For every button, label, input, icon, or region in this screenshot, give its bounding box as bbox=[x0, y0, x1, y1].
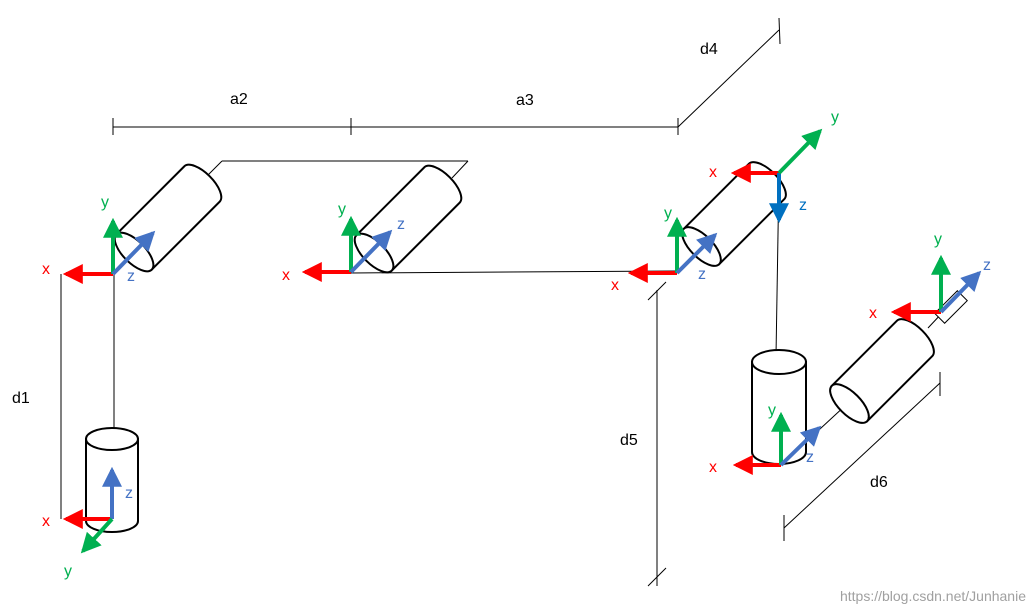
dimension-lines bbox=[60, 17, 941, 587]
frame-3-x-label: x bbox=[611, 277, 619, 294]
d5-bottom-tick bbox=[647, 567, 667, 587]
frame-5 bbox=[732, 411, 822, 475]
d5-top-tick bbox=[647, 281, 667, 301]
frame-6 bbox=[890, 254, 982, 322]
axis-labels: x z y x y z x y z x y z x y z x y z x y … bbox=[42, 109, 991, 580]
joints bbox=[85, 161, 968, 533]
link-joint3-right bbox=[451, 160, 469, 179]
frame-4-x-label: x bbox=[709, 164, 717, 181]
frame-6-x-label: x bbox=[869, 305, 877, 322]
link-lines bbox=[113, 160, 944, 466]
frame-4-y-label: y bbox=[831, 109, 839, 126]
d1-label: d1 bbox=[12, 390, 30, 407]
frame-0-x-label: x bbox=[42, 513, 50, 530]
frame-6-z-label: z bbox=[983, 257, 991, 274]
frame-3-z-label: z bbox=[698, 266, 706, 283]
frame-2 bbox=[301, 215, 393, 282]
frame-6-y-label: y bbox=[934, 231, 942, 248]
joint-6-cylinder bbox=[829, 318, 935, 424]
frame-5-x-label: x bbox=[709, 459, 717, 476]
a3-label: a3 bbox=[516, 92, 534, 109]
frame-0-y-label: y bbox=[64, 563, 72, 580]
tool-flange bbox=[934, 290, 968, 324]
link-frame2-frame3 bbox=[350, 270, 679, 274]
frame-6-z-arrow bbox=[939, 270, 982, 314]
frame-5-z-label: z bbox=[806, 449, 814, 466]
frame-1 bbox=[62, 217, 156, 284]
dimension-labels: a2 a3 d4 d1 d5 d6 bbox=[12, 41, 888, 491]
d4-dimension-line bbox=[677, 29, 780, 128]
frame-1-z-arrow bbox=[111, 230, 156, 276]
joint-3-cylinder bbox=[353, 164, 463, 274]
frame-3-z-arrow bbox=[675, 232, 718, 275]
frame-1-z-label: z bbox=[127, 268, 135, 285]
frame-0 bbox=[62, 466, 122, 554]
d6-label: d6 bbox=[870, 474, 888, 491]
frame-2-x-label: x bbox=[282, 267, 290, 284]
frame-4-z-label: z bbox=[799, 197, 807, 214]
frame-4-y-arrow bbox=[777, 128, 823, 175]
frame-1-x-label: x bbox=[42, 261, 50, 278]
d4-label: d4 bbox=[700, 41, 718, 58]
frame-5-z-arrow bbox=[779, 425, 822, 467]
d5-label: d5 bbox=[620, 432, 638, 449]
frame-3-y-label: y bbox=[664, 205, 672, 222]
frame-1-y-label: y bbox=[101, 194, 109, 211]
frame-3 bbox=[627, 216, 718, 283]
frame-2-y-label: y bbox=[338, 201, 346, 218]
frame-0-y-arrow bbox=[80, 517, 114, 554]
watermark: https://blog.csdn.net/Junhanie bbox=[840, 588, 1026, 604]
a2-label: a2 bbox=[230, 91, 248, 108]
frame-4 bbox=[730, 128, 823, 224]
frame-2-z-label: z bbox=[397, 216, 405, 233]
d4-top-tick bbox=[778, 17, 781, 45]
d6-dimension-line bbox=[783, 382, 941, 529]
frame-0-z-label: z bbox=[125, 485, 133, 502]
frame-2-z-arrow bbox=[349, 229, 393, 274]
frame-5-y-label: y bbox=[768, 402, 776, 419]
